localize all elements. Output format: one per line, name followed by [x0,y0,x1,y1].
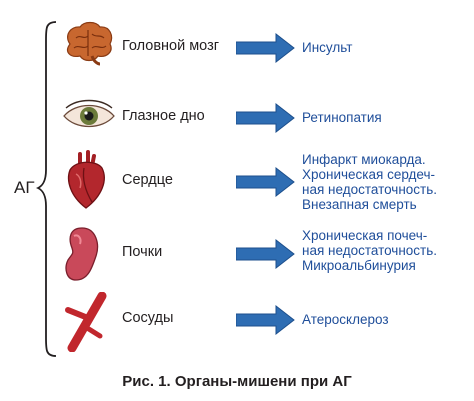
row-kidney: Почки Хроническая почеч- ная недостаточн… [0,222,474,286]
organ-label-eye: Глазное дно [122,108,205,124]
outcome-heart: Инфаркт миокарда. Хроническая сердеч- на… [302,152,437,212]
outcome-line: ная недостаточность. [302,243,438,258]
outcome-kidney: Хроническая почеч- ная недостаточность. … [302,228,437,273]
blood-vessel-icon [65,292,107,352]
outcome-line: Хроническая почеч- [302,228,428,243]
outcome-line: Инфаркт миокарда. [302,152,426,167]
brain-icon [67,21,113,66]
organ-label-brain: Головной мозг [122,38,220,54]
row-vessels: Сосуды Атеросклероз [0,290,474,354]
arrow-icon [236,32,295,64]
root-label: АГ [14,178,35,197]
outcome-line: Атеросклероз [302,312,389,327]
figure-caption: Рис. 1. Органы-мишени при АГ [122,373,352,390]
arrow-icon [236,166,295,198]
outcome-line: ная недостаточность. [302,182,438,197]
curly-brace-icon [36,21,57,357]
kidney-icon [65,227,99,281]
eye-icon [63,99,115,128]
row-heart: Сердце Инфаркт миокарда. Хроническая сер… [0,148,474,218]
row-brain: Головной мозг Инсульт [0,18,474,78]
arrow-icon [236,304,295,336]
outcome-eye: Ретинопатия [302,110,382,125]
outcome-line: Инсульт [302,40,353,55]
outcome-line: Хроническая сердеч- [302,167,436,182]
arrow-icon [236,102,295,134]
outcome-line: Внезапная смерть [302,197,417,212]
organ-label-vessels: Сосуды [122,310,174,326]
outcome-line: Микроальбинурия [302,258,416,273]
outcome-brain: Инсульт [302,40,352,55]
heart-icon [67,150,105,209]
organ-label-heart: Сердце [122,172,173,188]
organ-label-kidney: Почки [122,244,163,260]
outcome-line: Ретинопатия [302,110,382,125]
arrow-icon [236,238,295,270]
row-eye: Глазное дно Ретинопатия [0,88,474,148]
outcome-vessels: Атеросклероз [302,312,389,327]
